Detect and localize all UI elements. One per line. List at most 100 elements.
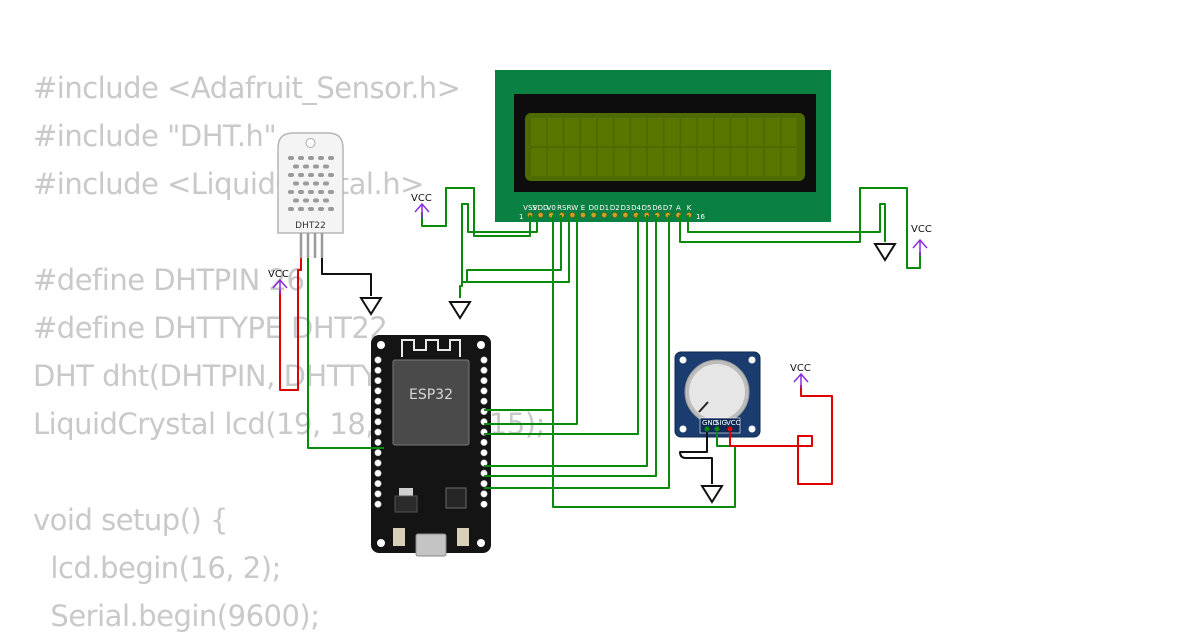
esp32-pin[interactable] xyxy=(480,356,488,364)
lcd-char-cell xyxy=(547,148,563,176)
red-wires xyxy=(279,258,833,485)
esp32-pin[interactable] xyxy=(480,438,488,446)
mount-hole xyxy=(748,425,756,433)
dht22-vent xyxy=(328,207,334,211)
lcd-pin[interactable] xyxy=(601,212,608,218)
dht22-vent xyxy=(293,181,299,186)
pot-pin-vcc[interactable] xyxy=(727,426,733,432)
esp32-pin[interactable] xyxy=(374,459,382,467)
dht22-sensor[interactable]: DHT22 xyxy=(277,132,344,258)
lcd-char-cell xyxy=(781,148,797,176)
esp32-pin[interactable] xyxy=(374,449,382,457)
dht22-vent xyxy=(308,190,314,194)
esp32-pin[interactable] xyxy=(480,490,488,498)
dht22-vent xyxy=(288,190,294,194)
esp32-pin[interactable] xyxy=(480,366,488,374)
pot-knob[interactable] xyxy=(689,364,745,420)
lcd-char-cell xyxy=(631,148,647,176)
lcd-pin[interactable] xyxy=(537,212,544,218)
dht22-vent xyxy=(313,164,319,169)
esp32-pin[interactable] xyxy=(374,377,382,385)
lcd-pin-label: E xyxy=(581,204,585,212)
dht22-vent xyxy=(293,164,299,169)
en-button[interactable] xyxy=(393,528,405,546)
esp32-pin[interactable] xyxy=(374,407,382,415)
ground-icon xyxy=(873,243,897,262)
lcd-char-cell xyxy=(714,118,730,146)
green-wires xyxy=(307,187,921,508)
esp32-pin[interactable] xyxy=(480,480,488,488)
pot-knob-indicator xyxy=(698,401,709,413)
lcd-char-cell xyxy=(614,148,630,176)
lcd-pin[interactable] xyxy=(580,212,586,218)
esp32-pin[interactable] xyxy=(374,428,382,436)
lcd-char-cell xyxy=(731,118,747,146)
lcd-pin-label: VDD xyxy=(533,204,549,212)
lcd-char-cell xyxy=(631,118,647,146)
dht22-vent xyxy=(308,156,314,160)
esp32-devkit[interactable]: ESP32 xyxy=(371,335,491,557)
dht22-legs xyxy=(299,233,324,258)
esp32-pin[interactable] xyxy=(374,469,382,477)
vcc-label: VCC xyxy=(790,363,811,374)
lcd-char-cell xyxy=(597,118,613,146)
lcd-pin-label: D7 xyxy=(663,204,673,212)
esp32-label: ESP32 xyxy=(409,387,453,403)
esp32-pin[interactable] xyxy=(480,397,488,405)
esp32-pin[interactable] xyxy=(374,387,382,395)
lcd-char-cell xyxy=(664,148,680,176)
voltage-regulator xyxy=(394,495,418,513)
mount-hole xyxy=(377,341,385,349)
usb-uart-chip xyxy=(445,487,467,509)
dht22-vent xyxy=(288,156,294,160)
esp32-pin[interactable] xyxy=(374,480,382,488)
micro-usb-port[interactable] xyxy=(415,533,447,557)
lcd-pin-label: RW xyxy=(567,204,579,212)
dht22-vent xyxy=(328,173,334,177)
lcd-pin[interactable] xyxy=(611,212,618,218)
dht22-vent xyxy=(328,156,334,160)
dht22-vent xyxy=(298,207,304,211)
lcd-pin-label: D4 xyxy=(631,204,641,212)
vcc-arrow-icon xyxy=(414,202,430,218)
esp32-pin[interactable] xyxy=(480,500,488,508)
esp32-pin[interactable] xyxy=(480,387,488,395)
lcd-pin[interactable] xyxy=(622,212,629,218)
dht22-vent xyxy=(313,198,319,203)
esp32-pin[interactable] xyxy=(374,490,382,498)
potentiometer[interactable]: GND SIG VCC xyxy=(674,351,761,438)
esp32-shield xyxy=(392,359,470,446)
dht22-vent xyxy=(298,190,304,194)
esp32-pin[interactable] xyxy=(374,500,382,508)
mount-hole xyxy=(477,341,485,349)
esp32-pin[interactable] xyxy=(480,377,488,385)
lcd-char-cell xyxy=(614,118,630,146)
esp32-pin[interactable] xyxy=(374,366,382,374)
lcd-char-cell xyxy=(764,118,780,146)
esp32-pin[interactable] xyxy=(374,397,382,405)
pot-pin-gnd[interactable] xyxy=(704,426,710,432)
pot-pin-label-sig: SIG xyxy=(715,419,727,427)
pot-pin-sig[interactable] xyxy=(714,426,720,432)
esp32-pin[interactable] xyxy=(374,356,382,364)
dht22-grille xyxy=(288,156,334,211)
lcd-pin-label: D1 xyxy=(599,204,609,212)
lcd-char-cell xyxy=(647,148,663,176)
esp32-right-pin-header xyxy=(480,356,488,508)
dht22-vent xyxy=(318,156,324,160)
esp32-pin[interactable] xyxy=(374,418,382,426)
dht22-vent xyxy=(288,207,294,211)
boot-button[interactable] xyxy=(457,528,469,546)
dht22-body xyxy=(277,132,344,234)
esp32-pin[interactable] xyxy=(480,449,488,457)
dht22-vent xyxy=(298,156,304,160)
esp32-pin[interactable] xyxy=(374,438,382,446)
vcc-arrow-icon xyxy=(272,278,288,294)
lcd-pin[interactable] xyxy=(569,212,576,218)
black-wires xyxy=(321,258,713,484)
lcd-char-cell xyxy=(664,118,680,146)
lcd-pin[interactable] xyxy=(590,212,597,218)
